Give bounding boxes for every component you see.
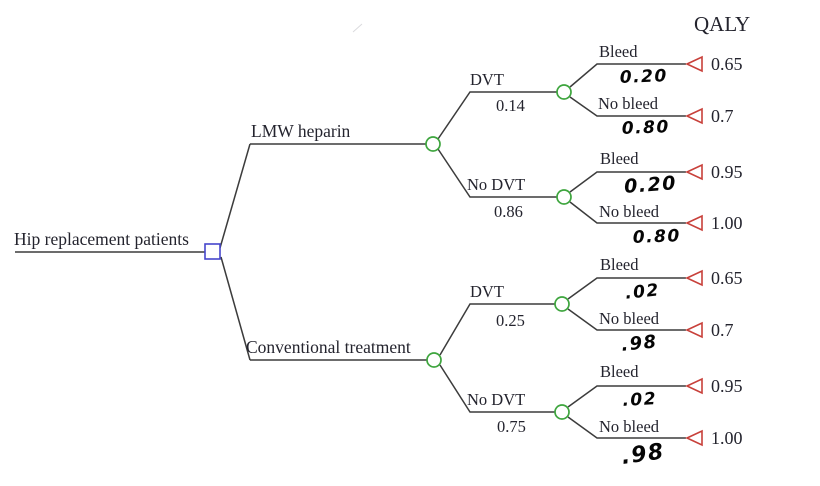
handwritten-prob-bleed-3: .02 [624,280,661,304]
terminal-node-8 [685,429,703,447]
branch-label-nodvt-conv: No DVT [467,390,525,409]
chance-node-conv-nodvt [554,404,570,420]
branch-label-dvt-conv: DVT [470,282,504,301]
edge-conv-dvt [439,303,556,356]
qaly-value-4: 1.00 [711,213,743,233]
outcome-label-bleed-1: Bleed [599,42,638,61]
terminal-nodes [685,55,703,447]
chance-node-conv-dvt [554,296,570,312]
branch-prob-dvt-lmw: 0.14 [496,96,525,115]
terminal-node-1 [685,55,703,73]
terminal-node-5 [685,269,703,287]
edge-bleed-3 [567,277,686,300]
outcome-label-nobleed-1: No bleed [598,94,659,113]
scan-artifact-mark [352,23,363,33]
terminal-node-2 [685,107,703,125]
terminal-node-7 [685,377,703,395]
handwritten-prob-bleed-4: .02 [622,389,658,411]
branch-prob-nodvt-lmw: 0.86 [494,202,523,221]
edge-nobleed-4 [567,416,686,439]
terminal-node-4 [685,214,703,232]
outcome-label-nobleed-3: No bleed [599,309,660,328]
branch-prob-nodvt-conv: 0.75 [497,417,526,436]
decision-node-square [204,243,221,260]
chance-nodes [425,84,572,420]
edge-bleed-4 [567,385,686,408]
handwritten-prob-nobleed-4: .98 [620,439,667,470]
qaly-value-3: 0.95 [711,162,743,182]
edge-root-to-conventional [220,256,251,361]
treatment-label-lmw: LMW heparin [251,121,351,141]
handwritten-prob-bleed-2: 0.20 [623,172,677,198]
qaly-value-6: 0.7 [711,320,734,340]
edge-bleed-1 [569,63,686,88]
qaly-value-8: 1.00 [711,428,743,448]
chance-node-conventional [426,352,442,368]
branch-label-dvt-lmw: DVT [470,70,504,89]
chance-node-lmw-nodvt [556,189,572,205]
edge-bleed-2 [569,171,686,193]
root-label: Hip replacement patients [14,229,189,249]
outcome-label-bleed-4: Bleed [600,362,639,381]
chance-node-lmw [425,136,441,152]
qaly-column-header: QALY [694,12,750,36]
chance-node-lmw-dvt [556,84,572,100]
outcome-label-bleed-2: Bleed [600,149,639,168]
qaly-value-2: 0.7 [711,106,734,126]
edge-nobleed-3 [567,308,686,331]
qaly-value-1: 0.65 [711,54,743,74]
handwritten-prob-nobleed-3: .98 [620,331,658,356]
outcome-label-nobleed-2: No bleed [599,202,660,221]
branch-label-nodvt-lmw: No DVT [467,175,525,194]
edge-lmw-dvt [437,91,557,140]
handwritten-prob-bleed-1: 0.20 [620,66,669,88]
edge-nobleed-2 [569,201,686,224]
edge-lmw-nodvt [437,148,557,198]
tree-edges [15,63,686,439]
handwritten-prob-nobleed-1: 0.80 [622,117,671,139]
terminal-node-3 [685,163,703,181]
treatment-label-conventional: Conventional treatment [246,337,411,357]
qaly-value-5: 0.65 [711,268,743,288]
qaly-value-7: 0.95 [711,376,743,396]
handwritten-prob-nobleed-2: 0.80 [633,226,682,248]
edge-root-to-lmw [219,143,251,249]
branch-prob-dvt-conv: 0.25 [496,311,525,330]
outcome-label-bleed-3: Bleed [600,255,639,274]
outcome-label-nobleed-4: No bleed [599,417,660,436]
edge-nobleed-1 [569,96,686,117]
terminal-node-6 [685,321,703,339]
edge-conv-nodvt [439,364,556,413]
